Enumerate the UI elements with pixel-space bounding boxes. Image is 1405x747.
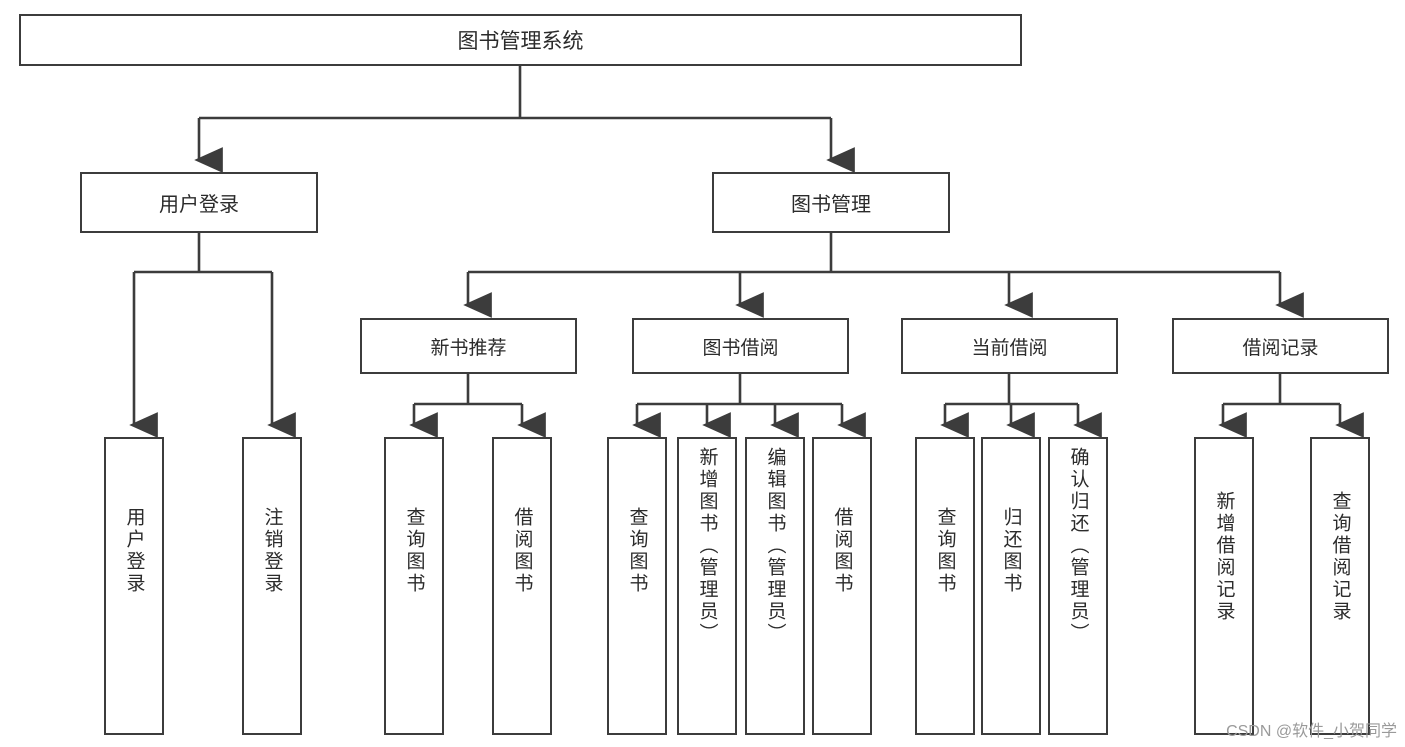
node-root-label: 图书管理系统: [457, 30, 584, 53]
node-book-manage[interactable]: 图书管理: [712, 172, 950, 233]
leaf-book-borrow-add[interactable]: 新增图书（管理员）: [677, 437, 737, 735]
leaf-book-borrow-borrow[interactable]: 借阅图书: [812, 437, 872, 735]
node-current-borrow[interactable]: 当前借阅: [901, 318, 1118, 374]
leaf-label: 借阅图书: [511, 507, 533, 595]
node-root[interactable]: 图书管理系统: [19, 14, 1022, 66]
leaf-label: 用户登录: [123, 507, 145, 595]
watermark: CSDN @软件_小贺同学: [1226, 723, 1397, 740]
node-new-book-recommend[interactable]: 新书推荐: [360, 318, 577, 374]
node-book-borrow[interactable]: 图书借阅: [632, 318, 849, 374]
node-user-login[interactable]: 用户登录: [80, 172, 318, 233]
leaf-label: 新增借阅记录: [1213, 491, 1235, 623]
leaf-label: 借阅图书: [831, 507, 853, 595]
leaf-book-borrow-edit[interactable]: 编辑图书（管理员）: [745, 437, 805, 735]
node-new-book-recommend-label: 新书推荐: [430, 337, 507, 359]
leaf-label: 查询图书: [934, 507, 956, 595]
leaf-current-borrow-query[interactable]: 查询图书: [915, 437, 975, 735]
node-borrow-record-label: 借阅记录: [1242, 337, 1319, 359]
node-borrow-record[interactable]: 借阅记录: [1172, 318, 1389, 374]
leaf-user-login-login[interactable]: 用户登录: [104, 437, 164, 735]
leaf-label: 归还图书: [1000, 507, 1022, 595]
leaf-label: 确认归还（管理员）: [1067, 447, 1089, 645]
leaf-label: 查询图书: [403, 507, 425, 595]
leaf-label: 查询图书: [626, 507, 648, 595]
node-current-borrow-label: 当前借阅: [971, 337, 1048, 359]
node-user-login-label: 用户登录: [159, 194, 239, 216]
leaf-label: 编辑图书（管理员）: [764, 447, 786, 645]
node-book-manage-label: 图书管理: [791, 194, 871, 216]
leaf-new-book-borrow[interactable]: 借阅图书: [492, 437, 552, 735]
leaf-current-borrow-confirm[interactable]: 确认归还（管理员）: [1048, 437, 1108, 735]
leaf-label: 查询借阅记录: [1329, 491, 1351, 623]
leaf-borrow-record-query[interactable]: 查询借阅记录: [1310, 437, 1370, 735]
node-book-borrow-label: 图书借阅: [702, 337, 779, 359]
leaf-book-borrow-query[interactable]: 查询图书: [607, 437, 667, 735]
leaf-new-book-query[interactable]: 查询图书: [384, 437, 444, 735]
leaf-label: 新增图书（管理员）: [696, 447, 718, 645]
leaf-label: 注销登录: [261, 507, 283, 595]
leaf-user-login-logout[interactable]: 注销登录: [242, 437, 302, 735]
leaf-borrow-record-add[interactable]: 新增借阅记录: [1194, 437, 1254, 735]
leaf-current-borrow-return[interactable]: 归还图书: [981, 437, 1041, 735]
